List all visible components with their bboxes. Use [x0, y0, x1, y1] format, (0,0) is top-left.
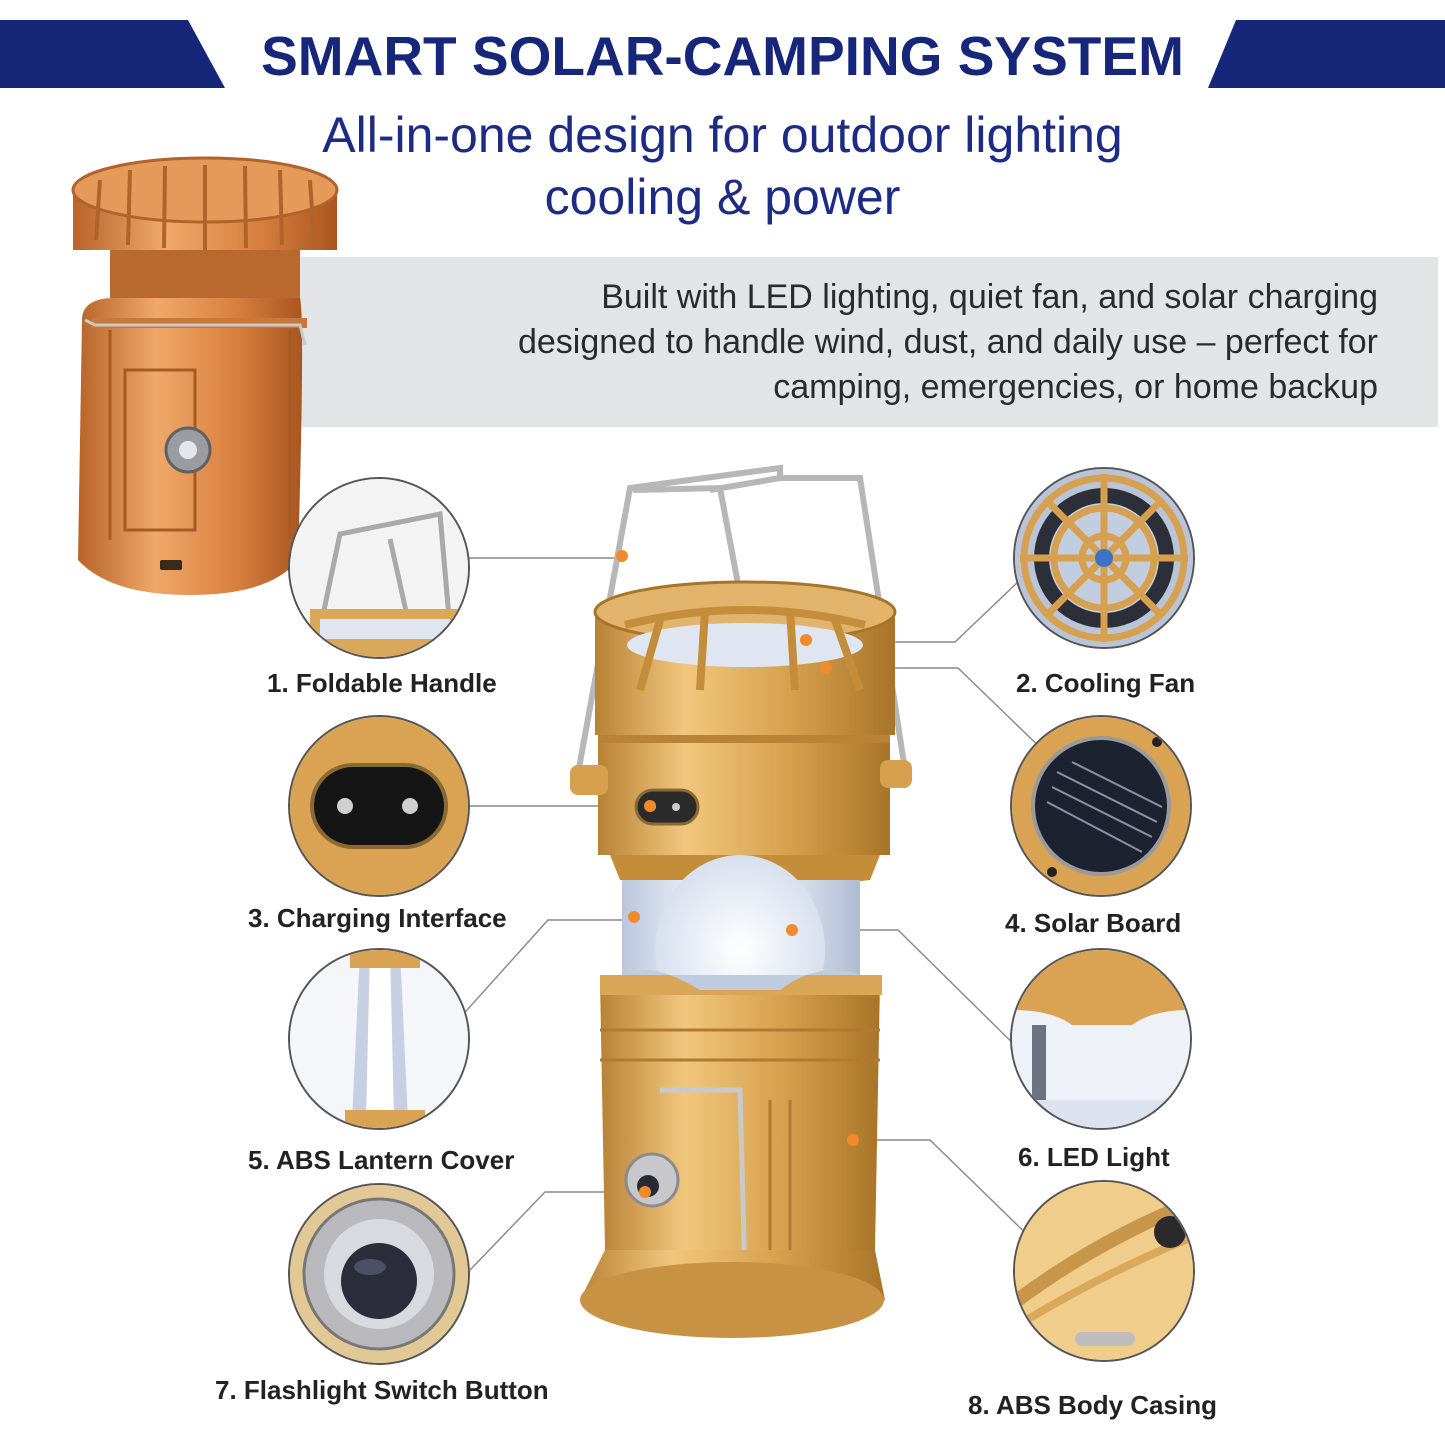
detail-led-light	[1010, 948, 1192, 1130]
detail-abs-lantern-cover	[288, 948, 470, 1130]
feature-label-cooling-fan: 2. Cooling Fan	[1016, 668, 1196, 698]
header-banner-right	[1208, 20, 1445, 88]
feature-label-foldable-handle: 1. Foldable Handle	[267, 668, 497, 698]
detail-solar-board	[1010, 715, 1192, 897]
callout-dots	[616, 550, 859, 1198]
subtitle-line-1: All-in-one design for outdoor lighting	[322, 107, 1123, 163]
header-banner-left	[0, 20, 225, 88]
detail-charging-interface	[288, 715, 470, 897]
description-panel: Built with LED lighting, quiet fan, and …	[292, 257, 1438, 427]
description-line-3: camping, emergencies, or home backup	[773, 368, 1378, 406]
feature-label-led-light: 6. LED Light	[1018, 1142, 1170, 1172]
main-lantern-image	[570, 464, 912, 1338]
feature-label-abs-lantern-cover: 5. ABS Lantern Cover	[248, 1145, 515, 1175]
description-text: Built with LED lighting, quiet fan, and …	[378, 275, 1378, 410]
page-title: SMART SOLAR-CAMPING SYSTEM	[261, 25, 1184, 87]
description-line-2: designed to handle wind, dust, and daily…	[517, 323, 1378, 361]
subtitle-line-2: cooling & power	[544, 169, 901, 225]
detail-foldable-handle	[288, 477, 470, 659]
feature-label-solar-board: 4. Solar Board	[1005, 908, 1182, 938]
page-subtitle: All-in-one design for outdoor lighting c…	[200, 104, 1245, 228]
compact-lantern-image	[71, 156, 339, 595]
detail-flashlight-switch	[288, 1183, 470, 1365]
feature-label-flashlight-switch: 7. Flashlight Switch Button	[215, 1375, 549, 1405]
detail-cooling-fan	[1013, 467, 1195, 649]
feature-label-abs-body-casing: 8. ABS Body Casing	[968, 1390, 1217, 1420]
feature-label-charging-interface: 3. Charging Interface	[248, 903, 507, 933]
detail-abs-body-casing	[1013, 1180, 1195, 1362]
description-line-1: Built with LED lighting, quiet fan, and …	[601, 278, 1378, 316]
